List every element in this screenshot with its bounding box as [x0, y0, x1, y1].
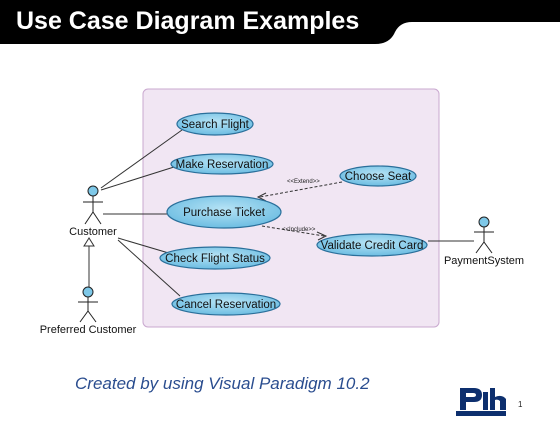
actor-payment-system-label: PaymentSystem: [444, 255, 524, 267]
actor-payment-system-head-icon: [478, 216, 490, 228]
use-case-cancel-reservation[interactable]: Cancel Reservation: [171, 292, 281, 316]
include-dependency: [261, 225, 328, 241]
actor-payment-system[interactable]: [474, 216, 494, 254]
actor-customer[interactable]: [83, 185, 103, 225]
slide-title: Use Case Diagram Examples: [16, 7, 360, 35]
use-case-cancel-reservation-label: Cancel Reservation: [176, 299, 276, 311]
use-case-validate-credit-card[interactable]: Validate Credit Card: [316, 233, 428, 257]
title-bar-shape: [0, 0, 560, 44]
assoc-customer-cancel-reservation: [117, 239, 181, 297]
use-case-search-flight-label: Search Flight: [181, 119, 250, 131]
use-case-choose-seat-label: Choose Seat: [345, 171, 412, 183]
assoc-customer-make-reservation: [100, 166, 175, 191]
logo-icon: [456, 388, 506, 416]
actor-preferred-customer[interactable]: [78, 286, 98, 323]
use-case-search-flight[interactable]: Search Flight: [176, 112, 254, 136]
use-case-validate-credit-card-label: Validate Credit Card: [321, 240, 424, 252]
university-logo: [442, 378, 526, 420]
extend-stereotype-label: <<Extend>>: [287, 179, 320, 185]
assoc-customer-check-flight-status: [117, 237, 173, 255]
use-case-purchase-ticket-label: Purchase Ticket: [183, 207, 266, 219]
extend-dependency: [256, 181, 343, 202]
page-number: 1: [518, 400, 523, 409]
actor-customer-head-icon: [87, 185, 99, 197]
use-case-purchase-ticket[interactable]: Purchase Ticket: [166, 195, 282, 229]
use-case-check-flight-status-label: Check Flight Status: [165, 253, 265, 265]
assoc-customer-search-flight: [100, 129, 183, 189]
use-case-make-reservation-label: Make Reservation: [176, 159, 269, 171]
actor-preferred-customer-label: Preferred Customer: [40, 324, 137, 336]
actor-preferred-customer-head-icon: [82, 286, 94, 298]
slide-caption: Created by using Visual Paradigm 10.2: [75, 374, 370, 393]
association-lines: [100, 129, 474, 297]
use-case-check-flight-status[interactable]: Check Flight Status: [159, 246, 271, 270]
generalization-arrow: [83, 237, 95, 288]
use-case-make-reservation[interactable]: Make Reservation: [170, 153, 274, 175]
actor-customer-label: Customer: [69, 226, 117, 238]
use-case-choose-seat[interactable]: Choose Seat: [339, 165, 417, 187]
title-bar: Use Case Diagram Examples: [0, 0, 560, 46]
include-stereotype-label: <<Include>>: [282, 227, 316, 233]
